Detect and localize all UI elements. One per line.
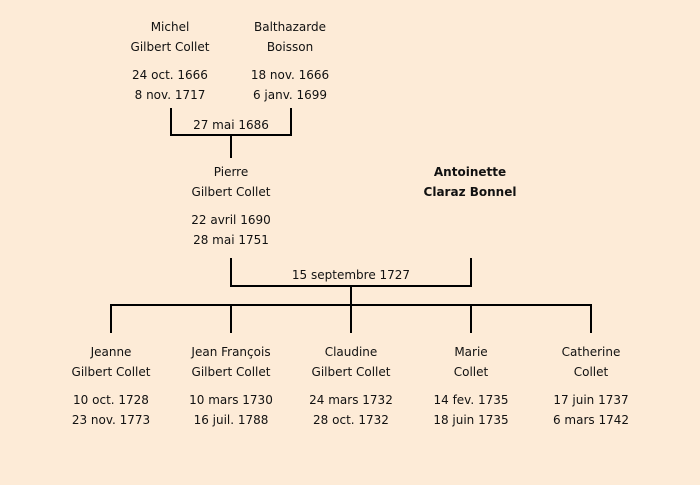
death-date: 18 juin 1735: [433, 413, 509, 427]
person-balthazarde[interactable]: Balthazarde Boisson 18 nov. 1666 6 janv.…: [220, 17, 360, 105]
first-name: Marie: [454, 345, 488, 359]
death-date: 23 nov. 1773: [71, 413, 151, 427]
last-name: Gilbert Collet: [130, 40, 210, 54]
last-name: Collet: [453, 365, 489, 379]
first-name: Antoinette: [433, 165, 507, 179]
connector-line: [230, 258, 232, 287]
first-name: Pierre: [213, 165, 249, 179]
connector-line: [290, 108, 292, 136]
person-child[interactable]: Jeanne Gilbert Collet 10 oct. 1728 23 no…: [41, 342, 181, 430]
death-date: 6 janv. 1699: [252, 88, 328, 102]
person-child[interactable]: Marie Collet 14 fev. 1735 18 juin 1735: [401, 342, 541, 430]
death-date: 16 juil. 1788: [193, 413, 269, 427]
last-name: Gilbert Collet: [311, 365, 391, 379]
connector-line: [170, 108, 172, 136]
last-name: Gilbert Collet: [71, 365, 151, 379]
connector-line: [470, 304, 472, 333]
first-name: Jeanne: [90, 345, 132, 359]
connector-line: [350, 285, 352, 306]
death-date: 8 nov. 1717: [134, 88, 206, 102]
birth-date: 10 oct. 1728: [73, 393, 149, 407]
first-name: Claudine: [324, 345, 378, 359]
birth-date: 14 fev. 1735: [433, 393, 509, 407]
marriage-date-2: 15 septembre 1727: [291, 268, 411, 282]
person-child[interactable]: Catherine Collet 17 juin 1737 6 mars 174…: [521, 342, 661, 430]
marriage-date-1: 27 mai 1686: [193, 118, 269, 132]
connector-line: [350, 304, 352, 333]
connector-line: [590, 304, 592, 333]
connector-line: [470, 258, 472, 287]
last-name: Claraz Bonnel: [423, 185, 517, 199]
last-name: Gilbert Collet: [191, 365, 271, 379]
first-name: Balthazarde: [254, 20, 326, 34]
last-name: Gilbert Collet: [191, 185, 271, 199]
first-name: Jean François: [191, 345, 271, 359]
first-name: Catherine: [561, 345, 621, 359]
person-child[interactable]: Jean François Gilbert Collet 10 mars 173…: [161, 342, 301, 430]
death-date: 28 oct. 1732: [313, 413, 389, 427]
death-date: 6 mars 1742: [552, 413, 630, 427]
person-child[interactable]: Claudine Gilbert Collet 24 mars 1732 28 …: [281, 342, 421, 430]
birth-date: 24 oct. 1666: [132, 68, 208, 82]
birth-date: 18 nov. 1666: [250, 68, 330, 82]
last-name: Collet: [573, 365, 609, 379]
person-pierre[interactable]: Pierre Gilbert Collet 22 avril 1690 28 m…: [161, 162, 301, 250]
last-name: Boisson: [266, 40, 314, 54]
birth-date: 22 avril 1690: [191, 213, 271, 227]
first-name: Michel: [150, 20, 190, 34]
death-date: 28 mai 1751: [193, 233, 269, 247]
connector-line: [230, 304, 232, 333]
person-michel[interactable]: Michel Gilbert Collet 24 oct. 1666 8 nov…: [100, 17, 240, 105]
person-antoinette[interactable]: Antoinette Claraz Bonnel: [400, 162, 540, 202]
birth-date: 24 mars 1732: [309, 393, 393, 407]
connector-line: [230, 134, 232, 158]
birth-date: 17 juin 1737: [553, 393, 629, 407]
connector-line: [110, 304, 112, 333]
birth-date: 10 mars 1730: [189, 393, 273, 407]
